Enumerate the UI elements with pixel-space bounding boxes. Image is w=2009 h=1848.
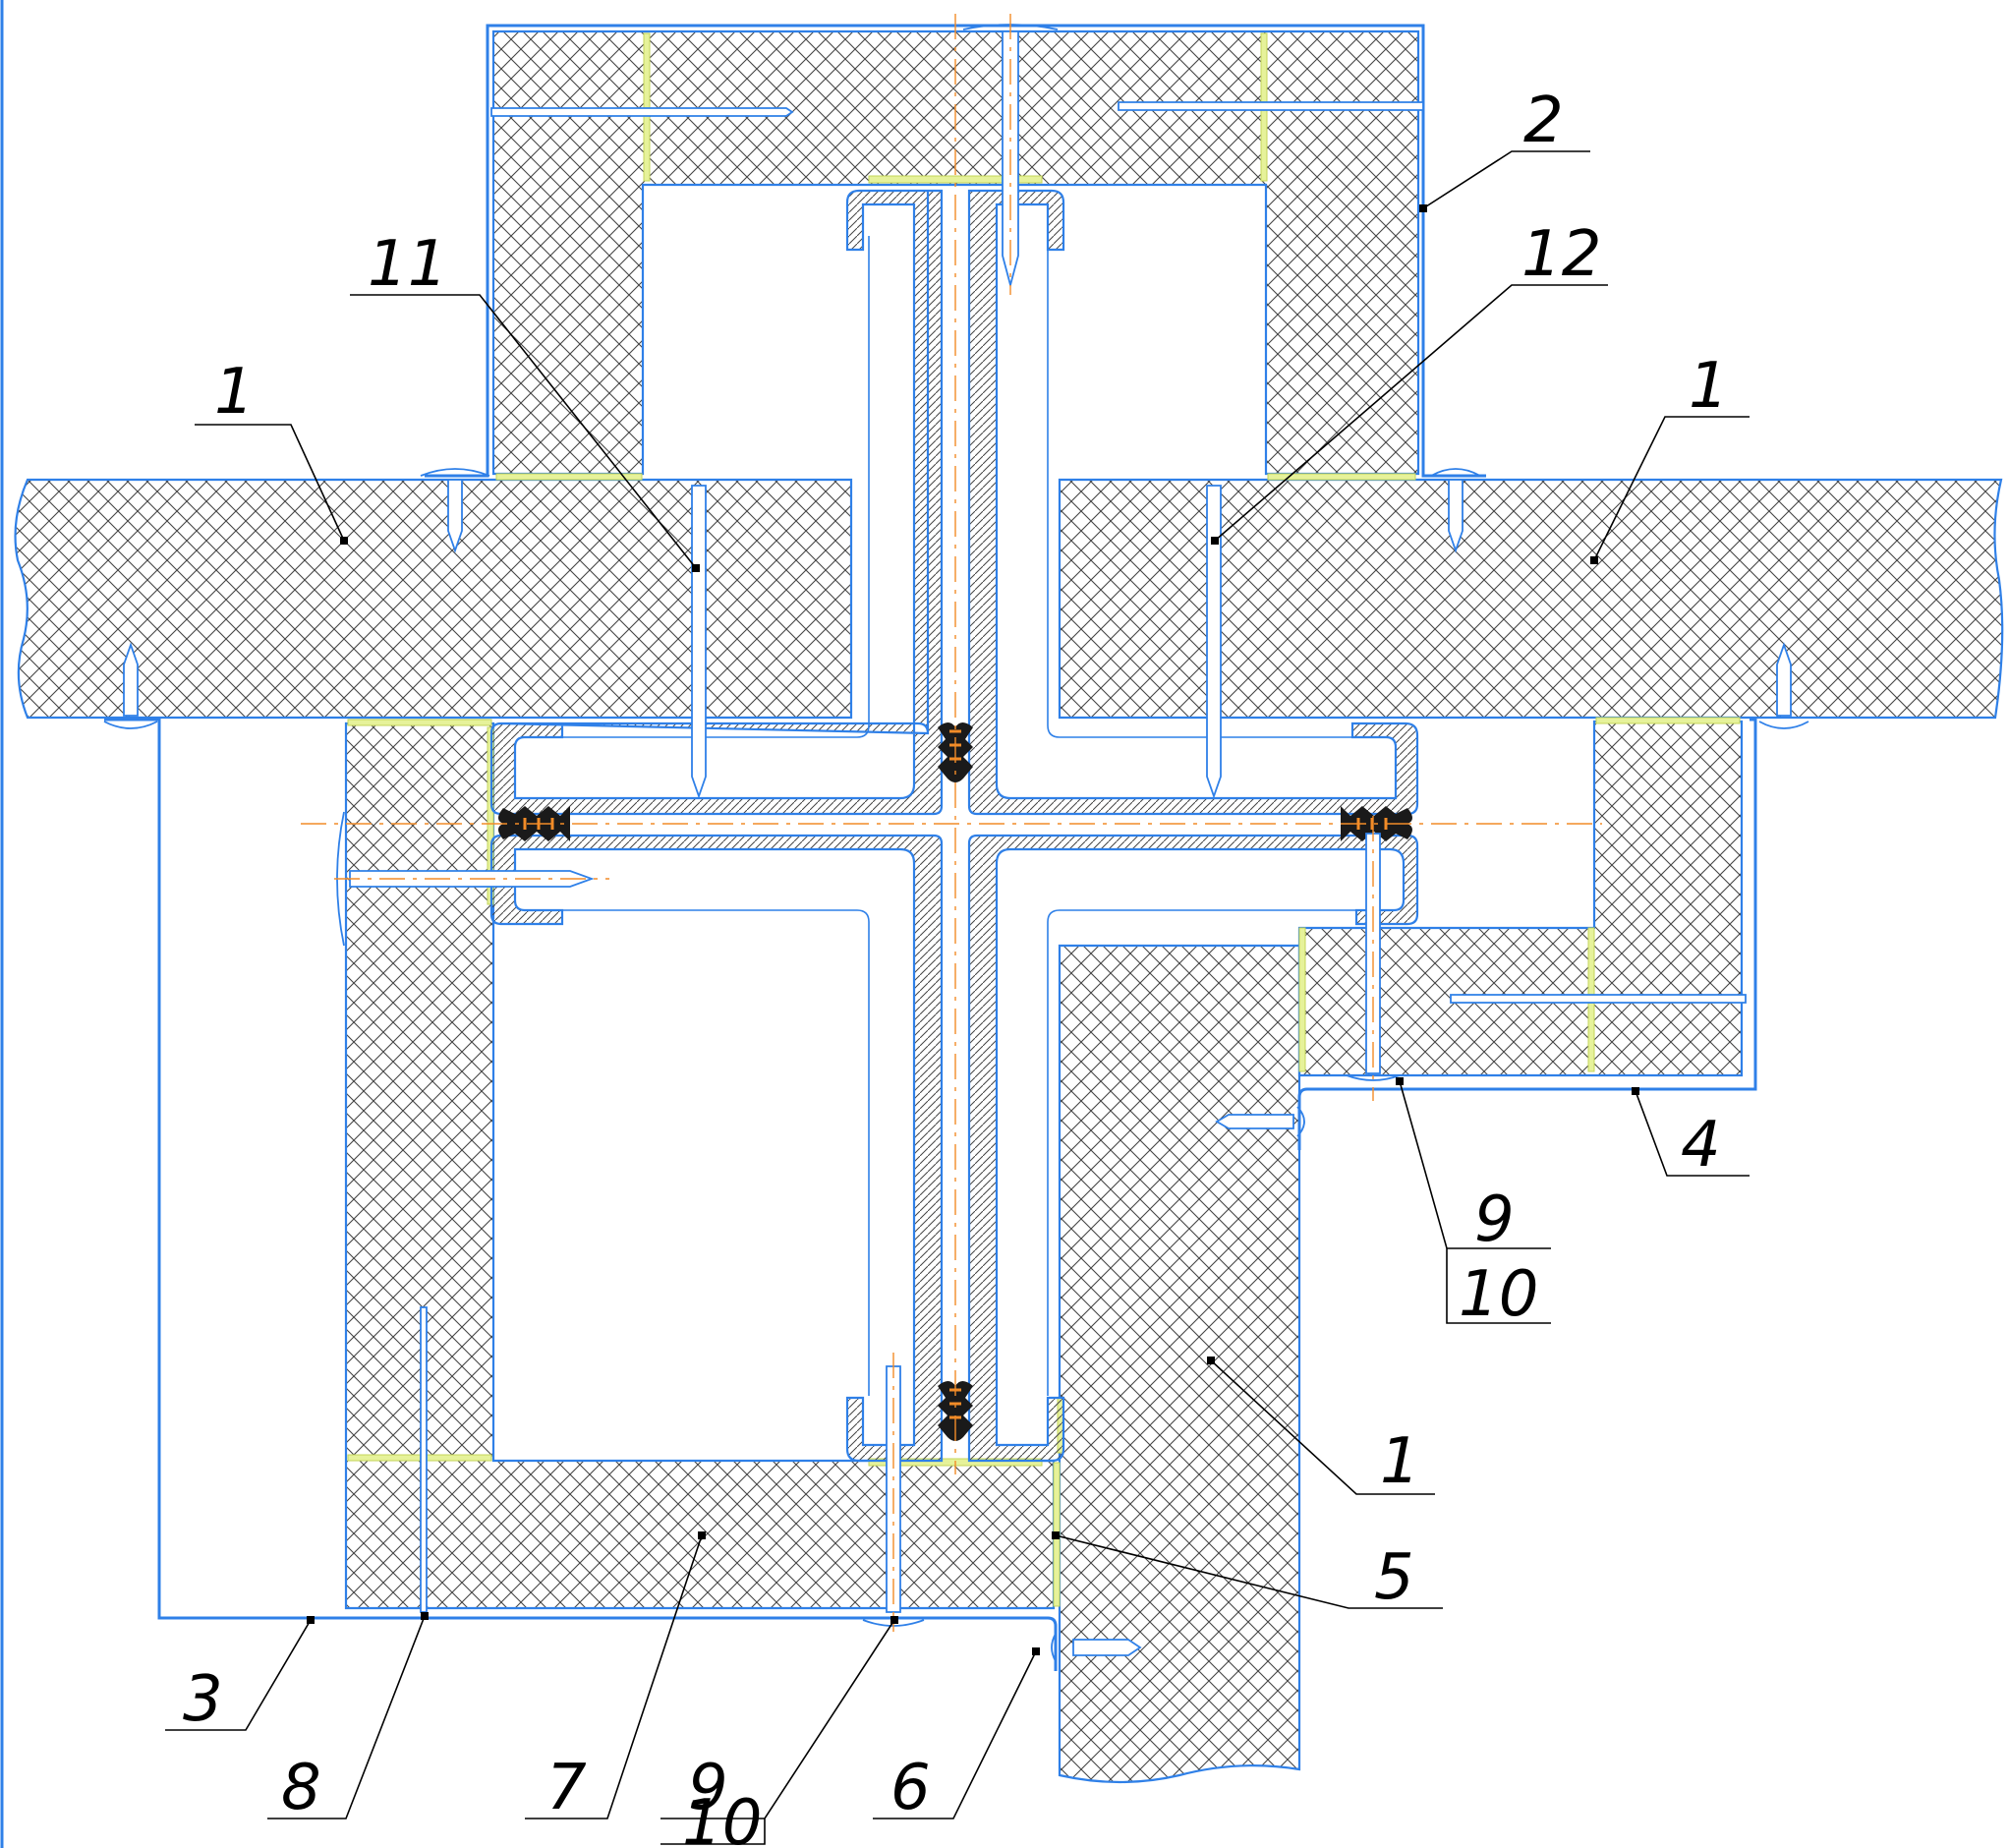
leaders xyxy=(165,150,1750,1845)
flashing-right-bottom xyxy=(1297,718,1757,1150)
label-4: 4 xyxy=(1681,1109,1721,1182)
label-8: 8 xyxy=(281,1752,321,1824)
label-3: 3 xyxy=(183,1663,223,1736)
label-6: 6 xyxy=(890,1752,931,1824)
tape-top-left-base xyxy=(495,473,643,481)
label-9-bottom: 9 xyxy=(688,1752,728,1824)
label-5: 5 xyxy=(1374,1541,1414,1614)
panel-left-horizontal xyxy=(14,478,853,720)
tape-top-right-base xyxy=(1267,473,1416,481)
label-10-bottom: 10 xyxy=(682,1787,762,1848)
label-7: 7 xyxy=(546,1752,587,1824)
tape-top-left xyxy=(643,32,651,182)
label-1-left: 1 xyxy=(214,356,255,429)
label-12: 12 xyxy=(1521,218,1601,291)
label-11: 11 xyxy=(368,228,447,301)
label-1-right: 1 xyxy=(1689,350,1729,423)
tape-right-block-top xyxy=(1595,717,1741,724)
insulation-bottom-l xyxy=(344,722,1056,1610)
label-9-right: 9 xyxy=(1474,1184,1515,1256)
panel-lower-vertical xyxy=(1058,944,1301,1784)
tape-left-top xyxy=(347,719,492,726)
label-1-lower: 1 xyxy=(1380,1425,1420,1498)
label-10-right: 10 xyxy=(1459,1258,1538,1331)
flashing-left-bottom xyxy=(104,718,1058,1671)
panel-right-horizontal xyxy=(1058,478,2004,720)
fasteners xyxy=(103,24,1809,1662)
cross-profile xyxy=(489,189,1419,1463)
tape-left-lower xyxy=(347,1454,492,1462)
tape-right-block-left xyxy=(1298,927,1306,1072)
label-2: 2 xyxy=(1523,85,1564,157)
